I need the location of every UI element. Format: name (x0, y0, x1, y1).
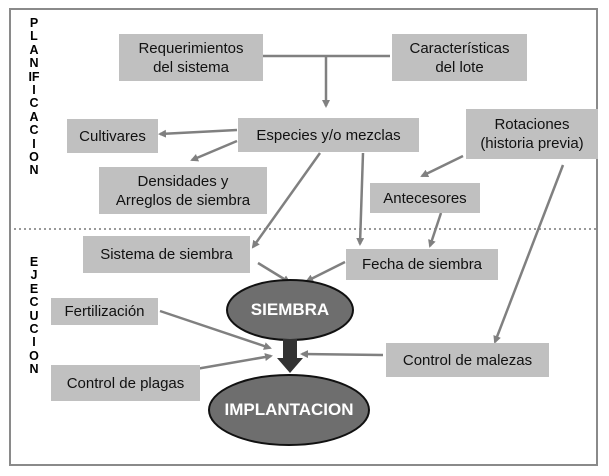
label-siembra: SIEMBRA (250, 300, 330, 319)
arrow-fertilizacion (159, 309, 272, 350)
arrow-sistema-to-siembra (257, 261, 291, 284)
phase-label-execution: EJECUCION (29, 255, 39, 377)
arrow-fecha-to-siembra (305, 260, 346, 283)
node-fertilizacion: Fertilización (51, 298, 158, 325)
arrow-to-fecha-siembra (356, 152, 365, 246)
arrow-control-plagas (195, 353, 273, 371)
node-densidades: Densidades y Arreglos de siembra (99, 167, 267, 214)
arrow-to-cultivares (158, 128, 238, 138)
arrow-to-sistema-siembra (251, 152, 322, 249)
node-sistema-siembra: Sistema de siembra (83, 236, 250, 273)
node-control-plagas: Control de plagas (51, 365, 200, 401)
node-rotaciones: Rotaciones (historia previa) (466, 109, 598, 159)
arrow-control-malezas (300, 350, 384, 359)
node-antecesores: Antecesores (370, 183, 480, 213)
main-arrow-shaft (283, 339, 297, 359)
node-control-malezas: Control de malezas (386, 343, 549, 377)
arrow-antecesores-to-fecha (428, 212, 443, 248)
node-cultivares: Cultivares (67, 119, 158, 153)
label-implantacion: IMPLANTACION (224, 400, 354, 419)
arrow-to-antecesores (420, 154, 464, 178)
node-fecha-siembra: Fecha de siembra (346, 249, 498, 280)
arrow-to-control-malezas (493, 164, 565, 344)
node-caracteristicas: Características del lote (392, 34, 527, 81)
implantacion-ellipse (208, 374, 370, 446)
phase-label-planning: PLANIFICACION (28, 16, 40, 178)
main-arrow-head (277, 358, 303, 373)
node-requerimientos: Requerimientos del sistema (119, 34, 263, 81)
node-especies: Especies y/o mezclas (238, 118, 419, 152)
arrow-to-densidades (190, 139, 238, 162)
